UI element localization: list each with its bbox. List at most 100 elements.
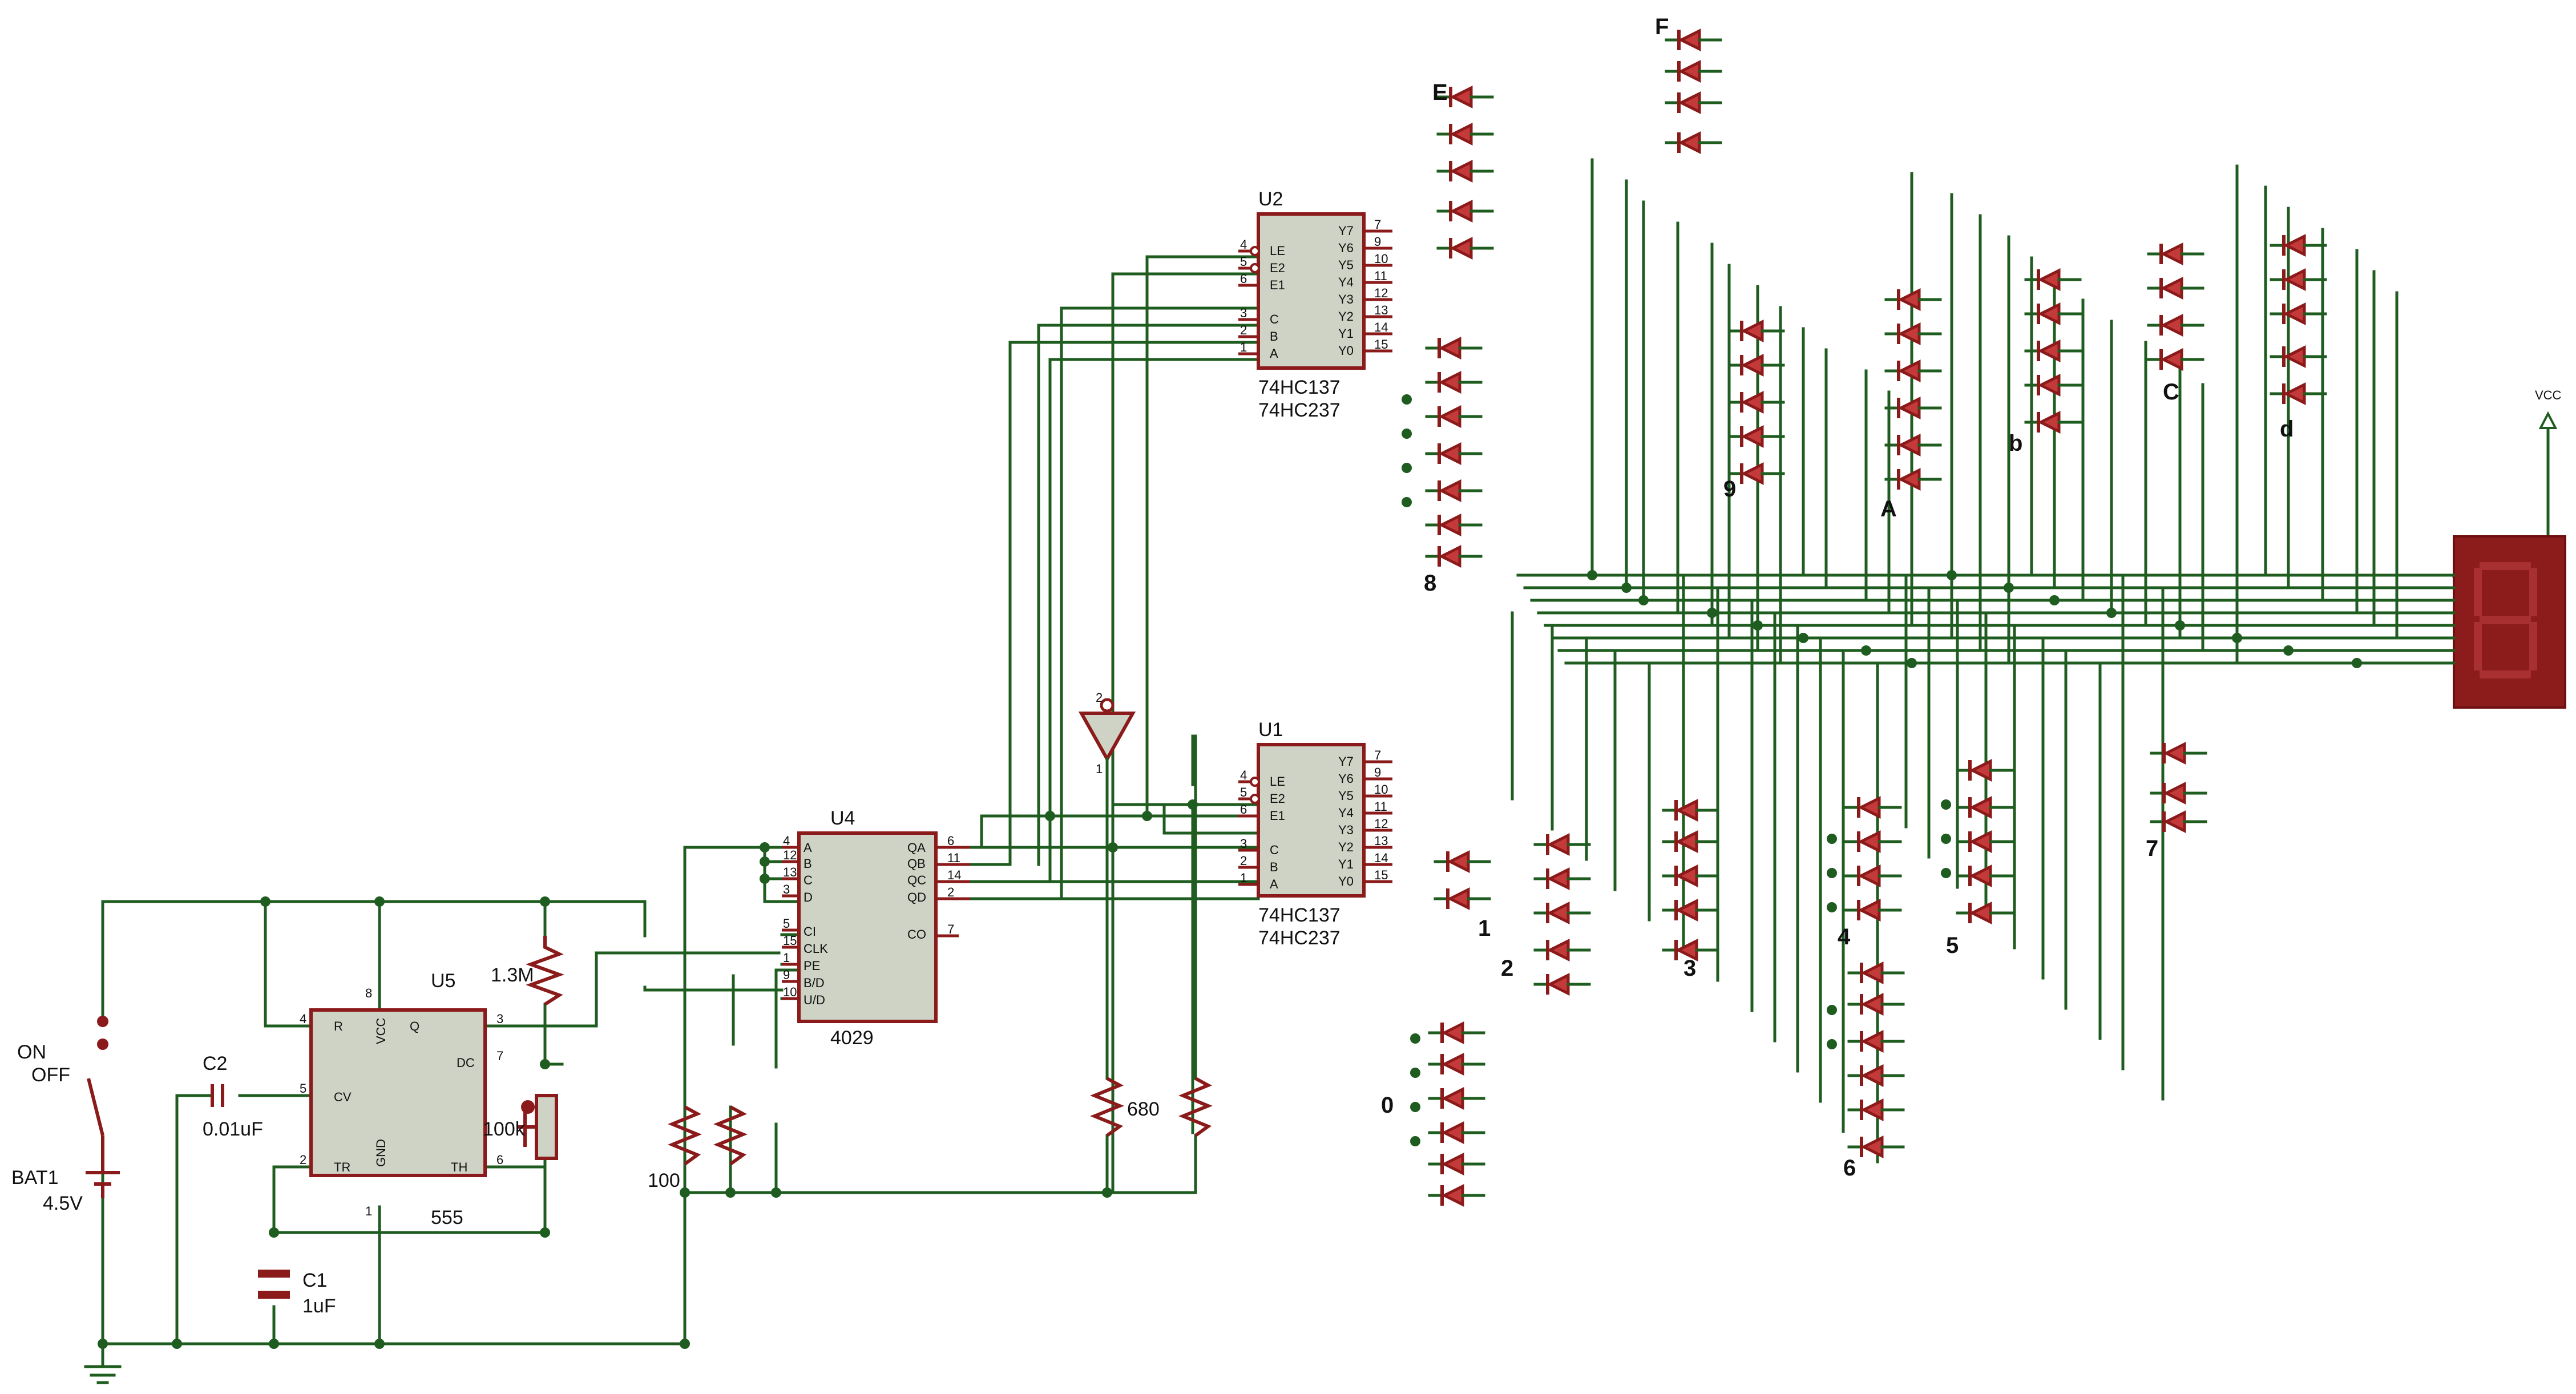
pin-numbers: 4563217910111213141545632179101112131415… bbox=[300, 217, 1392, 1218]
digit-label: 0 bbox=[1381, 1093, 1394, 1118]
junction-dot bbox=[540, 1227, 550, 1238]
pin-number: 1 bbox=[365, 1204, 372, 1218]
decoder-u1-part2: 74HC237 bbox=[1258, 927, 1341, 949]
pin-number: 4 bbox=[1240, 768, 1247, 782]
wire-junctions bbox=[98, 394, 2362, 1349]
led-diode bbox=[1727, 425, 1785, 448]
pin-label: GND bbox=[374, 1139, 388, 1167]
digit-label: 3 bbox=[1683, 956, 1696, 981]
digit-label: 8 bbox=[1424, 571, 1436, 596]
pin-label: A bbox=[1270, 877, 1278, 891]
pin-number: 9 bbox=[1374, 235, 1381, 249]
led-diode bbox=[1665, 91, 1722, 115]
digit-label: 1 bbox=[1478, 916, 1491, 941]
digit-label: b bbox=[2009, 431, 2022, 456]
led-diode bbox=[1665, 59, 1722, 83]
digit-label: 6 bbox=[1843, 1155, 1856, 1181]
ground-symbol bbox=[84, 1342, 122, 1384]
junction-dot bbox=[1045, 811, 1055, 821]
pin-label: B bbox=[1270, 860, 1278, 874]
capacitor-c1: C1 1uF bbox=[258, 1270, 336, 1317]
pin-number: 4 bbox=[783, 834, 790, 848]
led-diode bbox=[1662, 798, 1719, 822]
digit-label: C bbox=[2163, 379, 2179, 405]
battery: BAT1 4.5V bbox=[11, 1158, 120, 1214]
junction-dot bbox=[2283, 645, 2294, 656]
switch-off-label: OFF bbox=[31, 1064, 70, 1086]
junction-dot bbox=[760, 874, 770, 884]
pin-label: A bbox=[804, 841, 812, 855]
pin-label: TH bbox=[451, 1160, 467, 1174]
led-diode bbox=[1844, 830, 1902, 854]
led-diode bbox=[1662, 864, 1719, 888]
pin-number: 6 bbox=[1240, 802, 1247, 817]
junction-dot bbox=[1753, 620, 1763, 631]
junction-dot bbox=[680, 1187, 690, 1198]
pin-number: 6 bbox=[496, 1153, 503, 1167]
pin-number: 15 bbox=[1374, 337, 1388, 351]
led-diode bbox=[1665, 28, 1722, 52]
decoder-u2: U2 74HC137 74HC237 LE E2 E1 C B A Y7 Y6 … bbox=[1257, 188, 1366, 421]
pin-label: B bbox=[804, 856, 812, 871]
segment-bus-wires bbox=[1511, 158, 2456, 1163]
led-diode bbox=[1727, 353, 1785, 377]
pin-number: 5 bbox=[1240, 785, 1247, 799]
led-diode bbox=[2147, 242, 2204, 266]
pin-number: 5 bbox=[1240, 254, 1247, 269]
pin-label: CV bbox=[334, 1090, 352, 1104]
led-diode bbox=[1847, 1064, 1905, 1088]
pin-number: 14 bbox=[947, 868, 961, 882]
timer-ref: U5 bbox=[431, 970, 455, 992]
led-diode bbox=[1662, 830, 1719, 854]
junction-dot bbox=[260, 896, 270, 907]
junction-dot bbox=[760, 842, 770, 852]
led-diode bbox=[1956, 758, 2013, 782]
pin-number: 2 bbox=[1240, 323, 1247, 337]
digit-label: 4 bbox=[1838, 924, 1851, 949]
junction-dot bbox=[1707, 608, 1717, 618]
led-diode bbox=[2150, 810, 2207, 834]
digit-label: 2 bbox=[1501, 956, 1513, 981]
pin-label: E1 bbox=[1270, 809, 1285, 823]
pin-label: Y6 bbox=[1338, 241, 1354, 255]
led-diode bbox=[1884, 467, 1942, 491]
junction-dot bbox=[2049, 595, 2060, 605]
junction-dot bbox=[1402, 394, 1412, 405]
led-diode bbox=[1884, 322, 1942, 346]
digit-label: 7 bbox=[2146, 836, 2158, 861]
led-diode bbox=[1847, 961, 1905, 985]
resistor-pulldown-value: 100 bbox=[648, 1170, 680, 1191]
led-diode bbox=[1428, 1021, 1485, 1045]
led-diode bbox=[1956, 830, 2013, 854]
pin-label: Y4 bbox=[1338, 806, 1354, 820]
decoder-u1-ref: U1 bbox=[1258, 719, 1283, 741]
pin-number: 4 bbox=[1240, 237, 1247, 252]
pin-label: Q bbox=[410, 1019, 419, 1033]
led-diode bbox=[1533, 972, 1591, 996]
led-diode bbox=[1884, 433, 1942, 457]
junction-dot bbox=[2106, 608, 2117, 618]
pin-number: 10 bbox=[1374, 252, 1388, 266]
potentiometer: 100k bbox=[483, 1094, 558, 1160]
pin-label: Y1 bbox=[1338, 857, 1354, 871]
junction-dot bbox=[2004, 583, 2014, 593]
c1-ref: C1 bbox=[302, 1270, 327, 1291]
resistors-inverter: 680 bbox=[1090, 734, 1213, 1194]
pin-label: Y3 bbox=[1338, 823, 1354, 837]
pin-label: E2 bbox=[1270, 261, 1285, 275]
junction-dot bbox=[1410, 1068, 1420, 1078]
led-diode bbox=[1884, 288, 1942, 312]
junction-dot bbox=[1638, 595, 1649, 605]
pin-label: R bbox=[334, 1019, 343, 1033]
junction-dot bbox=[1142, 811, 1152, 821]
junction-dot bbox=[1108, 842, 1118, 852]
pin-number: 7 bbox=[1374, 217, 1381, 232]
led-diode bbox=[2024, 268, 2082, 292]
led-diode bbox=[2024, 373, 2082, 397]
digit-label: 9 bbox=[1723, 476, 1736, 502]
pin-label: Y7 bbox=[1338, 754, 1354, 769]
pin-label: QD bbox=[907, 890, 926, 904]
inverter-gate bbox=[1078, 698, 1136, 763]
pin-label: PE bbox=[804, 959, 820, 973]
